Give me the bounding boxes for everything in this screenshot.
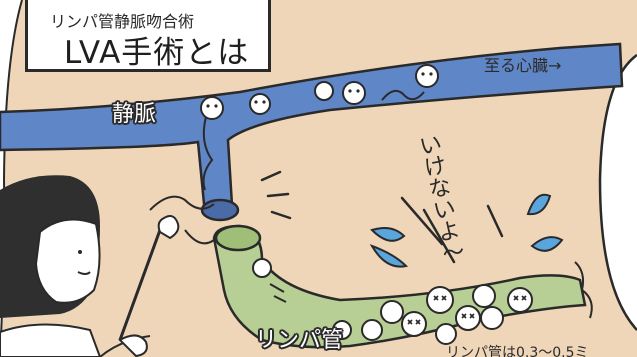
page-title: LVA手術とは (64, 35, 250, 71)
title-box: リンパ管静脈吻合術 LVA手術とは (25, 0, 271, 72)
subtitle: リンパ管静脈吻合術 (50, 12, 195, 31)
to-heart-label: 至る心臓→ (484, 56, 562, 75)
lymph-cells (252, 258, 533, 345)
vein-cells (200, 64, 439, 120)
vein-cut-end (200, 198, 240, 222)
action-lines (260, 170, 504, 264)
lymph-vessel-label: リンパ管 (255, 328, 344, 353)
sweat-drops (369, 193, 564, 268)
vein-vessel (0, 42, 624, 218)
left-border (0, 0, 22, 357)
exclamation-char: 〜 (440, 239, 468, 269)
lymph-cut-end (214, 224, 262, 252)
vein-label: 静脈 (112, 102, 157, 127)
bottom-note: リンパ管は0.3～0.5ミ (446, 345, 589, 357)
right-speech-area (600, 55, 637, 330)
doctor-character (0, 175, 180, 357)
